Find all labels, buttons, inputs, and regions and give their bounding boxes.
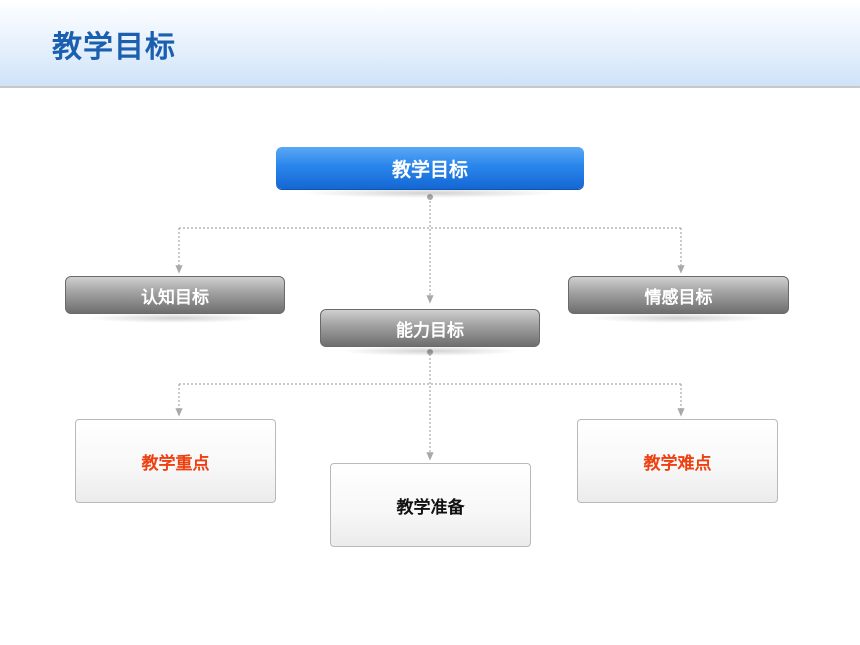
ability-node-shadow <box>340 346 520 356</box>
node-preparation[interactable]: 教学准备 <box>330 463 531 547</box>
header-bar: 教学目标 <box>0 0 860 88</box>
cognitive-node-shadow <box>85 313 265 323</box>
key-points-label: 教学重点 <box>141 453 210 474</box>
ability-goal-label: 能力目标 <box>396 320 464 341</box>
page-title: 教学目标 <box>52 30 176 65</box>
root-node-shadow <box>300 188 560 198</box>
node-key-points[interactable]: 教学重点 <box>75 419 276 503</box>
node-difficulties[interactable]: 教学难点 <box>577 419 778 503</box>
node-cognitive-goal[interactable]: 认知目标 <box>65 276 285 314</box>
root-node-teaching-goals[interactable]: 教学目标 <box>276 147 584 189</box>
preparation-label: 教学准备 <box>396 497 465 518</box>
root-node-label: 教学目标 <box>391 158 468 181</box>
node-ability-goal[interactable]: 能力目标 <box>320 309 540 347</box>
node-emotional-goal[interactable]: 情感目标 <box>568 276 789 314</box>
emotional-goal-label: 情感目标 <box>644 287 713 308</box>
difficulties-label: 教学难点 <box>643 453 712 474</box>
emotional-node-shadow <box>588 313 768 323</box>
cognitive-goal-label: 认知目标 <box>141 287 209 308</box>
